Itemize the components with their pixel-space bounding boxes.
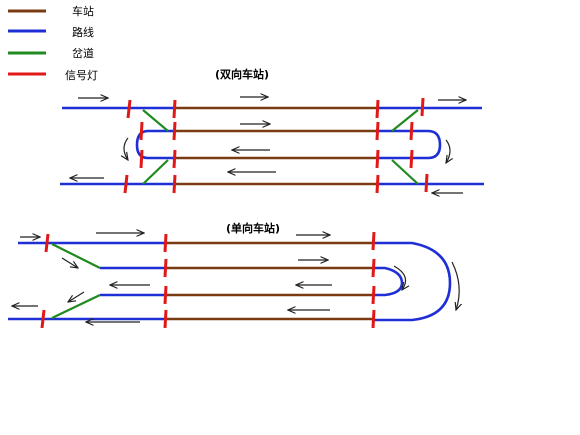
double-station-title: (双向车站) (215, 67, 269, 81)
double-switches (142, 109, 419, 185)
single-station-tracks (165, 241, 372, 321)
single-signals (40, 231, 376, 329)
legend-label-station: 车站 (72, 4, 94, 18)
legend-label-switch: 岔道 (72, 46, 94, 60)
double-direction-arrows (70, 97, 466, 193)
legend-item-signal: 信号灯 (8, 69, 98, 82)
double-signals (123, 97, 429, 194)
single-switches (51, 243, 101, 319)
double-station-tracks (175, 106, 378, 186)
single-direction-arrows (12, 233, 459, 322)
double-route-lines (60, 106, 484, 186)
single-station-title: (单向车站) (226, 221, 280, 235)
legend-item-station: 车站 (8, 4, 94, 18)
legend-label-route: 路线 (72, 25, 94, 39)
legend-item-route: 路线 (8, 25, 94, 39)
double-station (60, 97, 484, 193)
legend-item-switch: 岔道 (8, 46, 94, 60)
legend: 车站 路线 岔道 信号灯 (8, 4, 98, 82)
legend-label-signal: 信号灯 (65, 69, 98, 82)
single-station (8, 231, 459, 329)
